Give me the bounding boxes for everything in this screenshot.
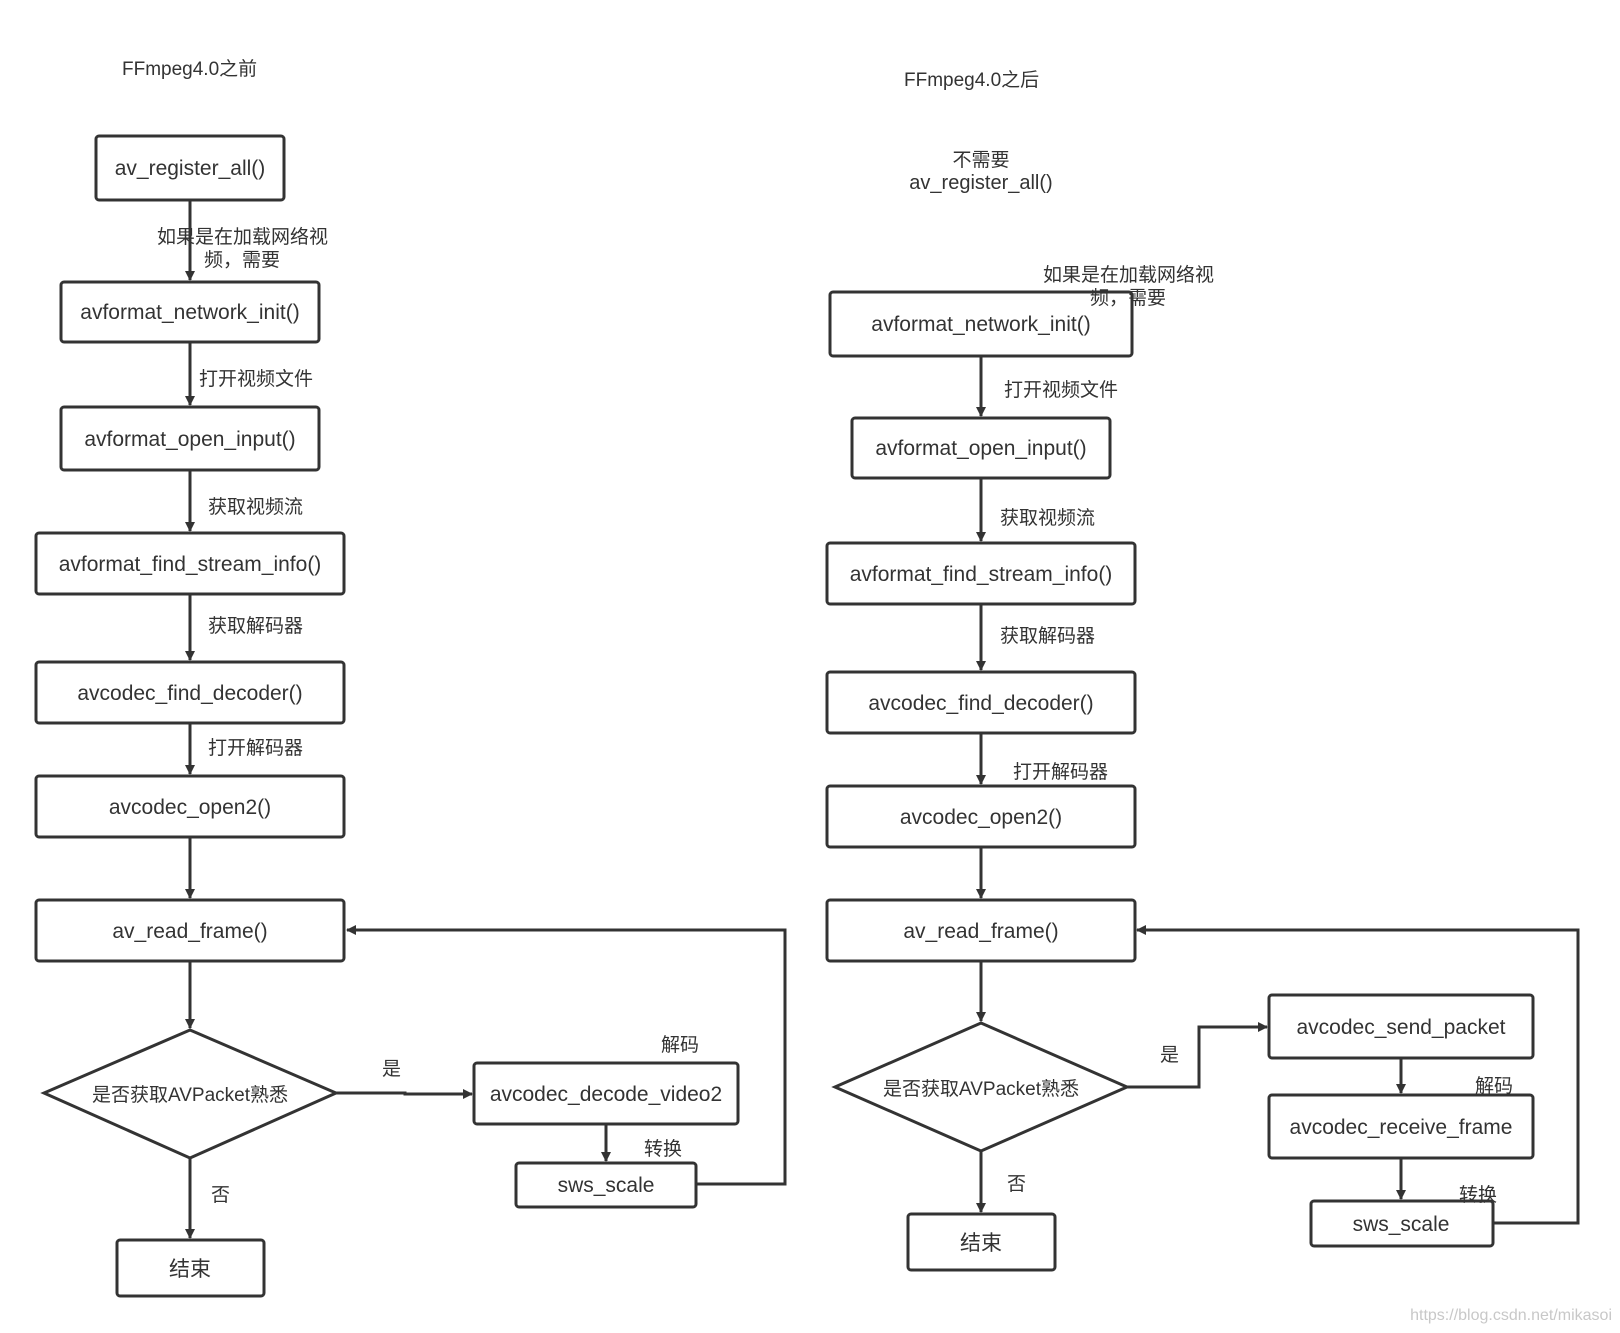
edge-label-open-decoder-after: 打开解码器	[1013, 761, 1108, 783]
node-avformat-open-input-label: avformat_open_input()	[84, 428, 295, 451]
node-decision	[40, 1028, 340, 1160]
node-end-after	[906, 1212, 1057, 1272]
node-av-register-all	[94, 134, 286, 202]
edge-label-convert-after: 转换	[1459, 1184, 1497, 1206]
edge-label-open-decoder: 打开解码器	[208, 737, 303, 759]
node-end-label: 结束	[169, 1258, 211, 1281]
edge-label-open-file-after: 打开视频文件	[1004, 379, 1118, 401]
node-sws-scale	[514, 1161, 698, 1209]
node-avcodec-find-decoder	[34, 660, 346, 725]
edge-label-get-stream: 获取视频流	[208, 496, 303, 518]
node-avcodec-open2-after	[825, 784, 1137, 849]
edge-label-no-after: 否	[1007, 1173, 1026, 1195]
arrow-decision-yes-to-send-packet	[1127, 1022, 1268, 1089]
node-avformat-open-input-after-label: avformat_open_input()	[875, 437, 1086, 460]
node-end-after-label: 结束	[960, 1232, 1002, 1255]
edge-label-no: 否	[211, 1184, 230, 1206]
after-no-register-line2: av_register_all()	[909, 172, 1052, 194]
node-av-read-frame-after-label: av_read_frame()	[903, 920, 1058, 943]
after-flow: FFmpeg4.0之后 不需要 av_register_all() avform…	[825, 69, 1580, 1272]
after-title: FFmpeg4.0之后	[904, 69, 1039, 91]
node-avformat-find-stream-info-label: avformat_find_stream_info()	[59, 553, 322, 576]
edge-label-decode: 解码	[661, 1034, 699, 1056]
node-decision-after-label: 是否获取AVPacket熟悉	[883, 1078, 1079, 1100]
edge-label-get-stream-after: 获取视频流	[1000, 507, 1095, 529]
node-avcodec-receive-frame-label: avcodec_receive_frame	[1290, 1116, 1513, 1139]
node-avformat-open-input	[59, 405, 321, 472]
node-decision-label: 是否获取AVPacket熟悉	[92, 1084, 288, 1106]
node-avcodec-decode-video2-label: avcodec_decode_video2	[490, 1083, 722, 1106]
edge-label-network-line2: 频，需要	[204, 249, 280, 271]
node-sws-scale-label: sws_scale	[558, 1174, 655, 1197]
edge-label-network-line1-after: 如果是在加载网络视	[1043, 264, 1214, 286]
edge-label-network-line2-after: 频，需要	[1090, 287, 1166, 309]
node-avformat-network-init-after	[828, 290, 1134, 358]
edge-label-yes-after: 是	[1160, 1044, 1179, 1066]
node-decision-after	[831, 1021, 1131, 1153]
node-av-read-frame	[34, 898, 346, 963]
before-flow: FFmpeg4.0之前 av_register_all() avformat_n…	[34, 58, 787, 1298]
node-avformat-find-stream-info-after-label: avformat_find_stream_info()	[850, 563, 1113, 586]
node-sws-scale-after	[1309, 1199, 1495, 1248]
node-sws-scale-after-label: sws_scale	[1353, 1213, 1450, 1236]
edge-label-get-decoder-after: 获取解码器	[1000, 625, 1095, 647]
node-avcodec-send-packet-label: avcodec_send_packet	[1297, 1016, 1506, 1039]
node-avcodec-open2	[34, 774, 346, 839]
node-avcodec-open2-label: avcodec_open2()	[109, 796, 271, 819]
node-avcodec-find-decoder-label: avcodec_find_decoder()	[77, 682, 302, 705]
node-av-read-frame-label: av_read_frame()	[112, 920, 267, 943]
node-avcodec-send-packet	[1267, 993, 1535, 1060]
node-av-register-all-label: av_register_all()	[115, 157, 266, 180]
edge-label-decode-after: 解码	[1475, 1075, 1513, 1097]
node-avformat-network-init-label: avformat_network_init()	[80, 301, 299, 324]
node-avformat-open-input-after	[850, 416, 1112, 480]
node-avformat-find-stream-info	[34, 531, 346, 596]
edge-label-open-file: 打开视频文件	[199, 368, 313, 390]
node-avcodec-decode-video2	[472, 1061, 740, 1126]
arrow-sws-loop-to-read-frame	[346, 925, 787, 1186]
node-av-read-frame-after	[825, 898, 1137, 963]
edge-label-get-decoder: 获取解码器	[208, 615, 303, 637]
before-title: FFmpeg4.0之前	[122, 58, 257, 80]
edge-label-convert: 转换	[644, 1138, 682, 1160]
node-avformat-find-stream-info-after	[825, 541, 1137, 606]
node-avformat-network-init	[59, 280, 321, 344]
node-avcodec-receive-frame	[1267, 1093, 1535, 1160]
node-avcodec-find-decoder-after-label: avcodec_find_decoder()	[868, 692, 1093, 715]
node-avformat-network-init-after-label: avformat_network_init()	[871, 313, 1090, 336]
arrow-sws-loop-to-read-frame-after	[1136, 925, 1580, 1225]
node-end	[115, 1238, 266, 1298]
arrow-decision-yes-to-decode	[336, 1089, 473, 1099]
node-avcodec-open2-after-label: avcodec_open2()	[900, 806, 1062, 829]
after-no-register-line1: 不需要	[952, 149, 1009, 171]
edge-label-yes: 是	[382, 1058, 401, 1080]
edge-label-network-line1: 如果是在加载网络视	[157, 226, 328, 248]
node-avcodec-find-decoder-after	[825, 670, 1137, 735]
watermark: https://blog.csdn.net/mikasoi	[1410, 1307, 1612, 1324]
